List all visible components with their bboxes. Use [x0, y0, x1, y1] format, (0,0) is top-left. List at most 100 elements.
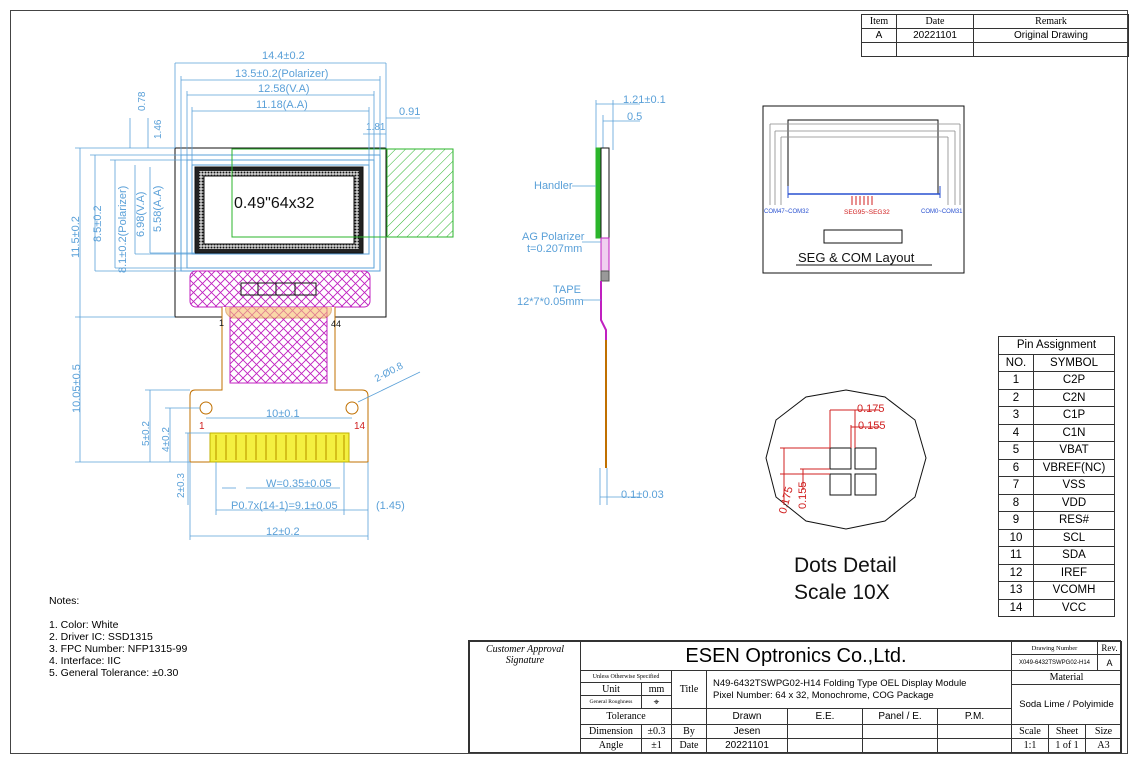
by-label: By	[671, 724, 707, 739]
dim-fpc-width: 12±0.2	[266, 526, 300, 538]
dim-fpc-4: 4±0.2	[161, 427, 172, 452]
pin-symbol: VCC	[1033, 598, 1115, 617]
dim-va-width: 12.58(V.A)	[258, 83, 310, 95]
pin-14-label: 14	[354, 421, 366, 432]
notes-title: Notes:	[49, 595, 80, 607]
dim-pin-width: W=0.35±0.05	[266, 478, 332, 490]
pin-col-symbol: SYMBOL	[1033, 353, 1115, 372]
pm-label: P.M.	[937, 708, 1012, 725]
pin-symbol: SCL	[1033, 528, 1115, 547]
dim-aa-width: 11.18(A.A)	[256, 99, 308, 111]
active-area	[203, 175, 355, 245]
drawing-number-label: Drawing Number	[1011, 641, 1098, 655]
dim-pitch: P0.7x(14-1)=9.1±0.05	[231, 500, 338, 512]
dots-dim-3: 0.155	[797, 481, 809, 509]
dots-detail	[765, 389, 927, 530]
unit-label: Unit	[580, 682, 642, 696]
dim-fpc-5: 5±0.2	[141, 421, 152, 446]
drawn-label: Drawn	[706, 708, 788, 725]
rev-remark: Original Drawing	[973, 28, 1129, 43]
signature-label: Signature	[505, 655, 545, 666]
scale-value: 1:1	[1011, 738, 1049, 753]
pin-symbol: VBREF(NC)	[1033, 458, 1115, 477]
dim-078: 0.78	[137, 91, 148, 111]
side-dim-01: 0.1±0.03	[621, 489, 664, 501]
rev-header-remark: Remark	[973, 14, 1129, 29]
pin-symbol: C1N	[1033, 423, 1115, 442]
material-label: Material	[1011, 670, 1122, 685]
pin-no: 10	[998, 528, 1034, 547]
angle-label: Angle	[580, 738, 642, 753]
scale-label: Scale	[1011, 724, 1049, 739]
pin-no: 5	[998, 441, 1034, 460]
dim-fpc-2: 2±0.3	[176, 473, 187, 498]
rev-value: A	[1097, 654, 1122, 671]
tape-size: 12*7*0.05mm	[517, 296, 584, 308]
dim-polarizer-width: 13.5±0.2(Polarizer)	[235, 68, 329, 80]
pin-no: 6	[998, 458, 1034, 477]
date-label: Date	[671, 738, 707, 753]
pin-symbol: VDD	[1033, 493, 1115, 512]
customer-approval-cell: Customer Approval Signature	[469, 641, 581, 753]
rev-date: 20221101	[896, 28, 974, 43]
pin-symbol: C1P	[1033, 406, 1115, 425]
dim-glass-height: 8.5±0.2	[92, 205, 104, 242]
pin-symbol: SDA	[1033, 546, 1115, 565]
com-left-label: COM47~COM32	[764, 209, 809, 215]
pin-no: 9	[998, 511, 1034, 530]
title-block: Customer Approval Signature ESEN Optroni…	[468, 640, 1122, 753]
unit-value: mm	[641, 682, 672, 696]
pin-symbol: VSS	[1033, 476, 1115, 495]
company-name: ESEN Optronics Co.,Ltd.	[580, 641, 1012, 671]
title-line-2: Pixel Number: 64 x 32, Monochrome, COG P…	[713, 689, 934, 701]
rev-label: Rev.	[1097, 641, 1122, 655]
pin-symbol: VCOMH	[1033, 581, 1115, 600]
dots-caption-2: Scale 10X	[794, 581, 890, 604]
sheet-label: Sheet	[1048, 724, 1086, 739]
title-label: Title	[671, 670, 707, 709]
note-item: 5. General Tolerance: ±0.30	[49, 667, 179, 679]
pin-44-label: 44	[331, 319, 342, 329]
dim-146: 1.46	[153, 119, 164, 139]
handler-label: Handler	[534, 180, 573, 192]
pin-no: 4	[998, 423, 1034, 442]
side-view	[572, 100, 640, 505]
seg-label: SEG95~SEG32	[844, 209, 890, 216]
revision-table: Item Date Remark A 20221101 Original Dra…	[861, 14, 1129, 57]
note-item: 2. Driver IC: SSD1315	[49, 631, 153, 643]
roughness-label: General Roughness	[580, 695, 642, 709]
ic-area	[189, 270, 371, 308]
dim-outline-height: 11.5±0.2	[70, 216, 82, 258]
dim-total-height: 10.05±0.5	[71, 364, 83, 413]
pin-table-title: Pin Assignment	[998, 336, 1115, 355]
pin-1-label: 1	[199, 421, 205, 432]
dimension-value: ±0.3	[641, 724, 672, 739]
material-value: Soda Lime / Polyimide	[1011, 684, 1122, 725]
pin-symbol: RES#	[1033, 511, 1115, 530]
tape-label: TAPE	[553, 284, 581, 296]
pin-symbol: C2N	[1033, 388, 1115, 407]
dim-polarizer-height: 8.1±0.2(Polarizer)	[117, 185, 129, 273]
customer-approval-label: Customer Approval	[485, 644, 565, 655]
note-item: 1. Color: White	[49, 619, 119, 631]
pin-symbol: IREF	[1033, 563, 1115, 582]
dots-caption-1: Dots Detail	[794, 554, 897, 577]
pin-symbol: C2P	[1033, 371, 1115, 390]
pin-no: 13	[998, 581, 1034, 600]
angle-value: ±1	[641, 738, 672, 753]
sheet-value: 1 of 1	[1048, 738, 1086, 753]
note-item: 3. FPC Number: NFP1315-99	[49, 643, 188, 655]
title-line-1: N49-6432TSWPG02-H14 Folding Type OEL Dis…	[713, 677, 967, 689]
dots-dim-1: 0.175	[857, 403, 885, 415]
rev-header-date: Date	[896, 14, 974, 29]
